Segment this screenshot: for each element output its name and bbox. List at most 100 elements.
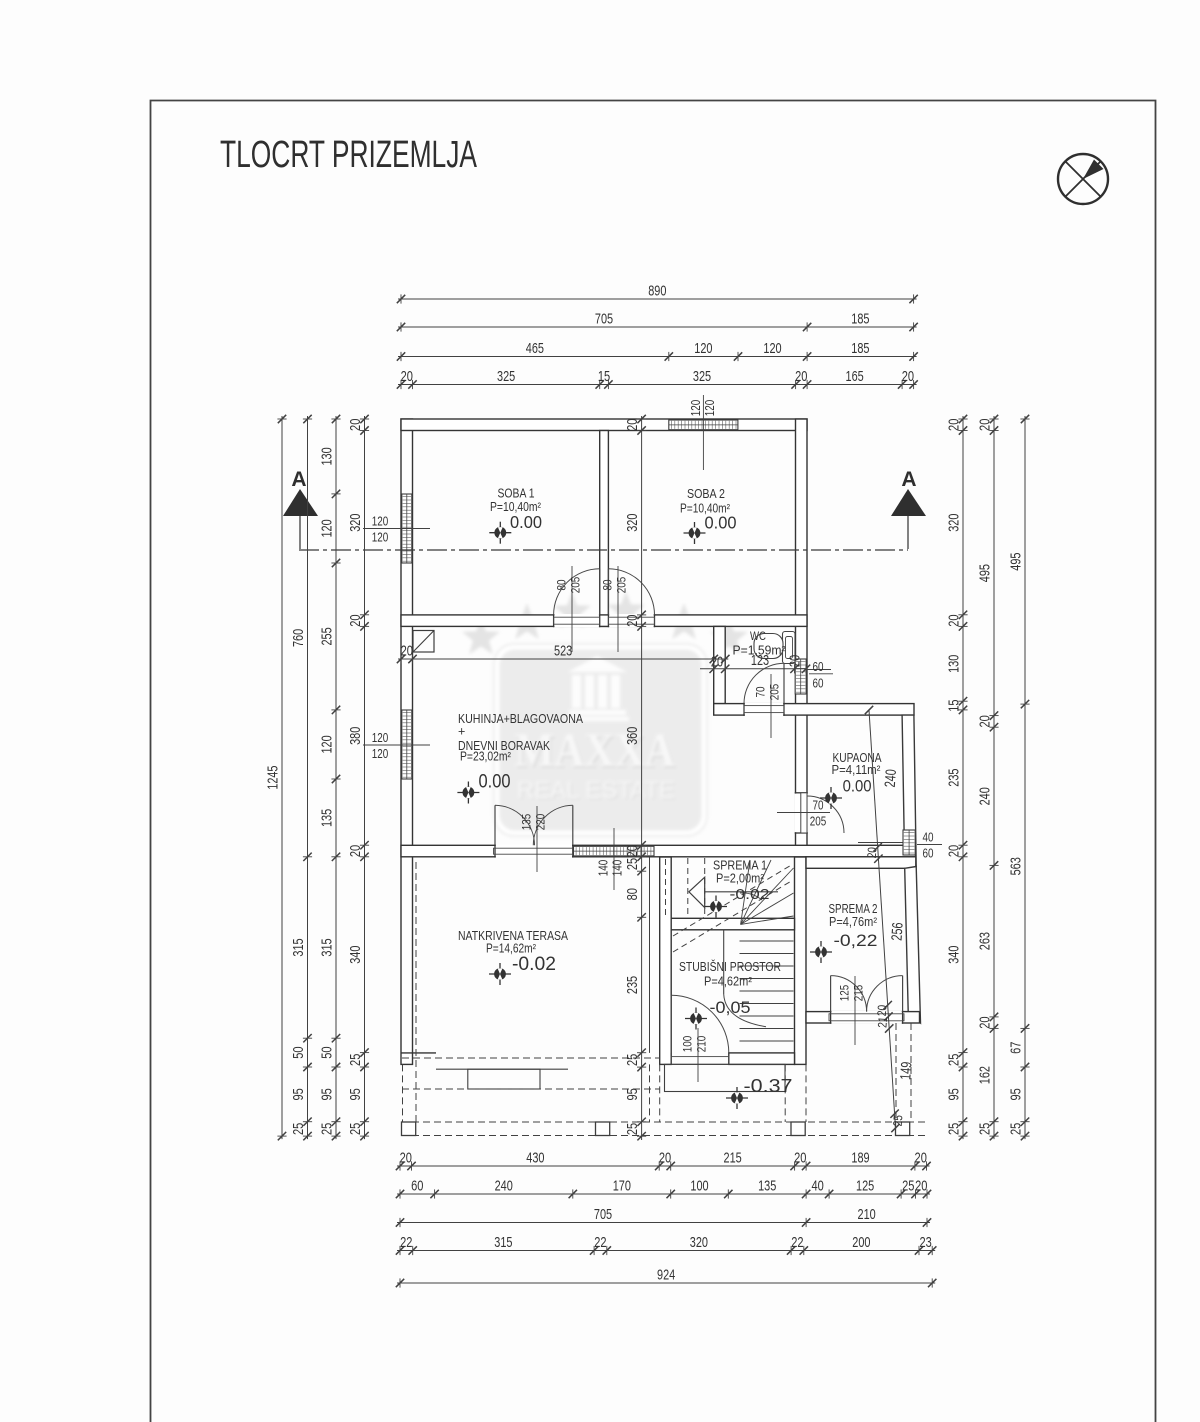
svg-text:120: 120: [703, 400, 717, 417]
svg-text:67: 67: [1008, 1042, 1025, 1054]
svg-text:25: 25: [1008, 1123, 1025, 1135]
svg-text:95: 95: [319, 1088, 336, 1100]
svg-text:P=4,62m²: P=4,62m²: [704, 975, 752, 989]
svg-text:140: 140: [597, 860, 611, 877]
svg-text:DNEVNI BORAVAK: DNEVNI BORAVAK: [458, 739, 551, 753]
svg-text:100: 100: [683, 1036, 695, 1052]
svg-text:162: 162: [977, 1066, 994, 1084]
svg-text:50: 50: [319, 1046, 336, 1058]
svg-text:21: 21: [875, 1016, 890, 1028]
svg-text:25: 25: [347, 1123, 364, 1135]
svg-text:205: 205: [617, 577, 629, 593]
svg-text:130: 130: [319, 447, 336, 465]
svg-text:235: 235: [624, 976, 641, 994]
svg-text:25: 25: [347, 1054, 364, 1066]
svg-text:705: 705: [595, 311, 613, 328]
svg-text:-0.02: -0.02: [730, 886, 770, 903]
svg-text:80: 80: [603, 579, 615, 590]
svg-text:20: 20: [711, 654, 723, 671]
svg-text:WC: WC: [750, 629, 766, 643]
svg-text:215: 215: [724, 1150, 742, 1167]
svg-text:320: 320: [624, 514, 641, 532]
svg-text:-0.37: -0.37: [744, 1076, 793, 1096]
svg-text:22: 22: [594, 1234, 606, 1251]
svg-text:120: 120: [372, 731, 389, 745]
svg-text:25: 25: [946, 1054, 963, 1066]
svg-text:20: 20: [624, 845, 641, 857]
svg-text:325: 325: [497, 368, 515, 385]
svg-text:22: 22: [400, 1234, 412, 1251]
svg-text:20: 20: [977, 715, 994, 727]
svg-text:220: 220: [536, 814, 548, 830]
svg-text:REAL ESTATE: REAL ESTATE: [519, 779, 677, 806]
svg-text:495: 495: [977, 564, 994, 582]
svg-text:125: 125: [856, 1178, 874, 1195]
svg-text:NATKRIVENA TERASA: NATKRIVENA TERASA: [458, 929, 569, 943]
svg-text:120: 120: [372, 747, 389, 761]
svg-text:340: 340: [347, 946, 364, 964]
svg-text:80: 80: [624, 888, 641, 900]
svg-text:255: 255: [319, 627, 336, 645]
svg-text:60: 60: [813, 660, 824, 674]
svg-text:523: 523: [554, 643, 572, 660]
svg-text:20: 20: [977, 1016, 994, 1028]
svg-text:-0.02: -0.02: [512, 954, 556, 975]
svg-text:60: 60: [813, 677, 824, 691]
svg-text:25: 25: [902, 1178, 914, 1195]
svg-text:340: 340: [946, 946, 963, 964]
svg-text:210: 210: [858, 1206, 876, 1223]
svg-text:240: 240: [882, 769, 900, 788]
svg-text:20: 20: [347, 845, 364, 857]
svg-text:320: 320: [690, 1234, 708, 1251]
svg-text:263: 263: [977, 932, 994, 950]
svg-text:130: 130: [946, 655, 963, 673]
svg-text:120: 120: [319, 519, 336, 537]
svg-text:495: 495: [1008, 553, 1025, 571]
svg-text:20: 20: [977, 419, 994, 431]
svg-text:165: 165: [846, 368, 864, 385]
svg-text:SPREMA 1: SPREMA 1: [713, 859, 767, 873]
svg-text:P=2,00m²: P=2,00m²: [716, 872, 764, 886]
svg-text:KUPAONA: KUPAONA: [833, 751, 883, 765]
svg-text:135: 135: [758, 1178, 776, 1195]
svg-text:20: 20: [946, 419, 963, 431]
svg-text:P=10,40m²: P=10,40m²: [490, 500, 541, 514]
svg-text:SOBA 1: SOBA 1: [498, 487, 535, 501]
svg-text:20: 20: [401, 368, 413, 385]
svg-text:1245: 1245: [265, 766, 282, 790]
svg-text:15: 15: [598, 368, 610, 385]
svg-text:80: 80: [557, 579, 569, 590]
svg-text:20: 20: [787, 655, 804, 667]
svg-text:205: 205: [571, 577, 583, 593]
svg-text:210: 210: [697, 1036, 709, 1052]
svg-text:MAXXA: MAXXA: [515, 724, 675, 777]
svg-text:185: 185: [851, 340, 869, 357]
svg-text:23: 23: [919, 1234, 931, 1251]
svg-text:+: +: [458, 725, 465, 739]
svg-text:149: 149: [897, 1061, 915, 1080]
svg-text:70: 70: [813, 799, 824, 813]
svg-text:20: 20: [865, 847, 880, 859]
svg-text:25: 25: [891, 1115, 906, 1127]
svg-text:185: 185: [851, 311, 869, 328]
svg-text:20: 20: [946, 845, 963, 857]
svg-text:189: 189: [851, 1150, 869, 1167]
svg-text:20: 20: [624, 615, 641, 627]
svg-text:60: 60: [923, 847, 934, 861]
svg-text:215: 215: [854, 985, 866, 1001]
svg-text:200: 200: [852, 1234, 870, 1251]
svg-text:235: 235: [946, 768, 963, 786]
svg-text:125: 125: [840, 985, 852, 1001]
svg-text:-0,05: -0,05: [710, 998, 751, 1017]
svg-text:465: 465: [526, 340, 544, 357]
svg-text:240: 240: [495, 1178, 513, 1195]
svg-text:120: 120: [372, 531, 389, 545]
svg-text:325: 325: [693, 368, 711, 385]
svg-text:120: 120: [319, 735, 336, 753]
svg-text:15: 15: [946, 699, 963, 711]
svg-text:STUBIŠNI PROSTOR: STUBIŠNI PROSTOR: [679, 959, 781, 974]
svg-text:140: 140: [611, 860, 625, 877]
svg-text:760: 760: [290, 629, 307, 647]
svg-text:25: 25: [624, 1123, 641, 1135]
svg-text:95: 95: [1008, 1088, 1025, 1100]
